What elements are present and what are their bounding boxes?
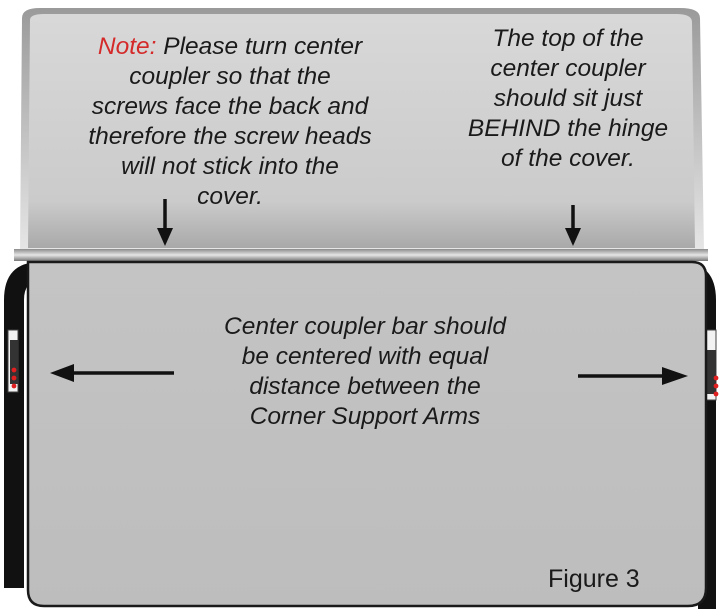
coupler-orientation-note: Note: Please turn center coupler so that… [40, 32, 420, 212]
note-line-6: cover. [197, 183, 263, 210]
center-note-line-1: Center coupler bar should [224, 313, 506, 340]
note-line-1: Note: Please turn center [40, 32, 420, 62]
note-line-5: will not stick into the [121, 153, 339, 180]
top-note-line-4: BEHIND the hinge [467, 115, 669, 142]
note-line-4: therefore the screw heads [88, 123, 372, 150]
left-arrow [50, 364, 174, 382]
top-note-line-5: of the cover. [501, 145, 635, 172]
center-note-line-2: be centered with equal [241, 343, 489, 370]
cover-hinge [14, 249, 708, 261]
right-arrow [578, 367, 688, 385]
top-note-line-2: center coupler [490, 55, 646, 82]
note-line-3: screws face the back and [91, 93, 369, 120]
center-note-line-3: distance between the [249, 373, 481, 400]
centering-instruction: Center coupler bar should be centered wi… [170, 312, 560, 432]
top-note-line-3: should sit just [493, 85, 643, 112]
base-body [26, 260, 708, 608]
cover-lid [20, 8, 704, 250]
note-line-1-text: Please turn center [163, 33, 363, 60]
note-line-2: coupler so that the [129, 63, 331, 90]
left-side-frame [4, 262, 78, 588]
center-note-line-4: Corner Support Arms [249, 403, 481, 430]
figure-label: Figure 3 [548, 565, 640, 593]
top-note-line-1: The top of the [492, 25, 644, 52]
down-arrow-right [565, 205, 581, 246]
down-arrow-left [157, 199, 173, 246]
note-lead: Note: [97, 33, 157, 60]
coupler-position-note: The top of the center coupler should sit… [432, 24, 704, 174]
